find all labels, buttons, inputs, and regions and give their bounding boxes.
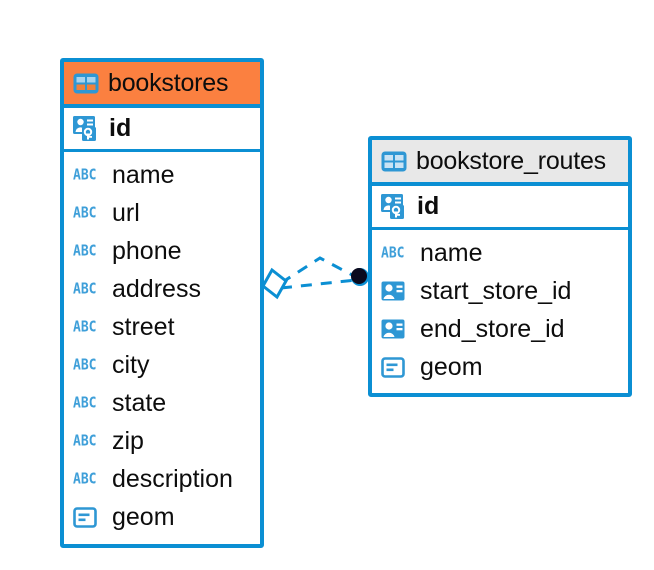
field-row-url[interactable]: ABC url xyxy=(64,194,260,232)
field-row-address[interactable]: ABC address xyxy=(64,270,260,308)
entity-bookstores[interactable]: bookstores id xyxy=(60,58,264,548)
field-row-id[interactable]: id xyxy=(64,108,260,152)
abc-text-icon: ABC xyxy=(73,432,97,450)
field-row-geom[interactable]: geom xyxy=(372,348,628,386)
abc-text-icon: ABC xyxy=(73,204,97,222)
abc-text-icon: ABC xyxy=(73,356,97,374)
field-row-description[interactable]: ABC description xyxy=(64,460,260,498)
field-label: start_store_id xyxy=(420,276,572,305)
entity-bookstore-routes[interactable]: bookstore_routes id xyxy=(368,136,632,397)
field-row-id[interactable]: id xyxy=(372,186,628,230)
entity-title: bookstores xyxy=(108,68,229,97)
abc-text-icon: ABC xyxy=(73,280,97,298)
field-row-end-store-id[interactable]: end_store_id xyxy=(372,310,628,348)
field-label: id xyxy=(109,114,132,142)
abc-text-icon: ABC xyxy=(73,470,97,488)
field-label: state xyxy=(112,388,167,417)
field-label: address xyxy=(112,274,201,303)
field-list-bookstore-routes: ABC name start_store_id xyxy=(372,230,628,392)
field-label: name xyxy=(112,160,175,189)
field-row-name[interactable]: ABC name xyxy=(64,156,260,194)
field-label: geom xyxy=(112,502,175,531)
abc-text-icon: ABC xyxy=(381,244,405,262)
table-icon xyxy=(381,151,407,172)
relationship-endpoint-dot xyxy=(351,268,367,284)
field-row-state[interactable]: ABC state xyxy=(64,384,260,422)
geometry-icon xyxy=(73,506,103,528)
field-label: geom xyxy=(420,352,483,381)
field-label: id xyxy=(417,192,440,220)
relationship-line-lower xyxy=(280,278,357,290)
primary-key-icon xyxy=(381,194,408,219)
field-row-phone[interactable]: ABC phone xyxy=(64,232,260,270)
field-label: name xyxy=(420,238,483,267)
field-label: street xyxy=(112,312,175,341)
relationship-line-upper xyxy=(280,256,357,285)
field-row-street[interactable]: ABC street xyxy=(64,308,260,346)
field-row-start-store-id[interactable]: start_store_id xyxy=(372,272,628,310)
primary-key-icon xyxy=(73,116,100,141)
relationship-endpoint-ring xyxy=(351,268,369,286)
relationship-endpoint-diamond xyxy=(261,267,288,300)
field-label: phone xyxy=(112,236,182,265)
entity-header-bookstores[interactable]: bookstores xyxy=(64,62,260,108)
field-label: description xyxy=(112,464,233,493)
abc-text-icon: ABC xyxy=(73,318,97,336)
field-row-city[interactable]: ABC city xyxy=(64,346,260,384)
field-row-name[interactable]: ABC name xyxy=(372,234,628,272)
entity-header-bookstore-routes[interactable]: bookstore_routes xyxy=(372,140,628,186)
field-label: url xyxy=(112,198,140,227)
table-icon xyxy=(73,73,99,94)
field-row-geom[interactable]: geom xyxy=(64,498,260,536)
abc-text-icon: ABC xyxy=(73,242,97,260)
foreign-key-icon xyxy=(381,319,411,339)
foreign-key-icon xyxy=(381,281,411,301)
field-row-zip[interactable]: ABC zip xyxy=(64,422,260,460)
field-label: zip xyxy=(112,426,144,455)
geometry-icon xyxy=(381,356,411,378)
entity-title: bookstore_routes xyxy=(416,146,606,175)
abc-text-icon: ABC xyxy=(73,394,97,412)
field-label: end_store_id xyxy=(420,314,565,343)
field-list-bookstores: ABC name ABC url ABC phone ABC address A… xyxy=(64,152,260,542)
abc-text-icon: ABC xyxy=(73,166,97,184)
field-label: city xyxy=(112,350,150,379)
